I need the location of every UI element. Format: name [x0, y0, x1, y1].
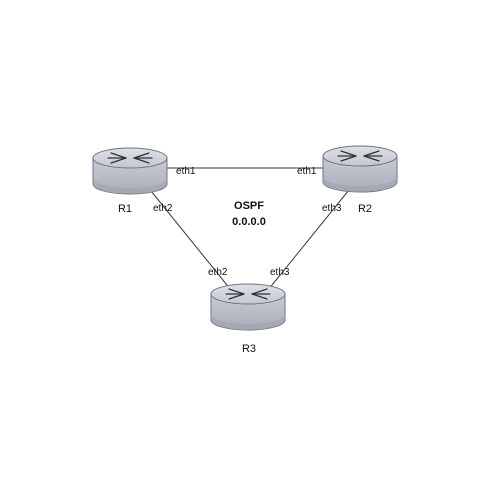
router-icon	[210, 283, 286, 331]
router-label-r3: R3	[242, 343, 256, 355]
iface-label-r3-eth3: eth3	[270, 267, 290, 278]
router-label-r2: R2	[358, 203, 372, 215]
link-r2-r3	[267, 189, 350, 291]
router-r3[interactable]	[210, 283, 286, 331]
router-icon	[92, 147, 168, 195]
iface-label-r1-eth2: eth2	[153, 203, 173, 214]
router-icon	[322, 145, 398, 193]
iface-label-r2-eth1: eth1	[297, 166, 317, 177]
router-r2[interactable]	[322, 145, 398, 193]
area-protocol-label: OSPF	[234, 200, 264, 212]
iface-label-r1-eth1: eth1	[176, 166, 196, 177]
router-label-r1: R1	[118, 203, 132, 215]
area-id-label: 0.0.0.0	[232, 216, 266, 228]
router-r1[interactable]	[92, 147, 168, 195]
iface-label-r2-eth3: eth3	[322, 203, 342, 214]
iface-label-r3-eth2: eth2	[208, 267, 228, 278]
link-r1-r3	[150, 190, 232, 291]
